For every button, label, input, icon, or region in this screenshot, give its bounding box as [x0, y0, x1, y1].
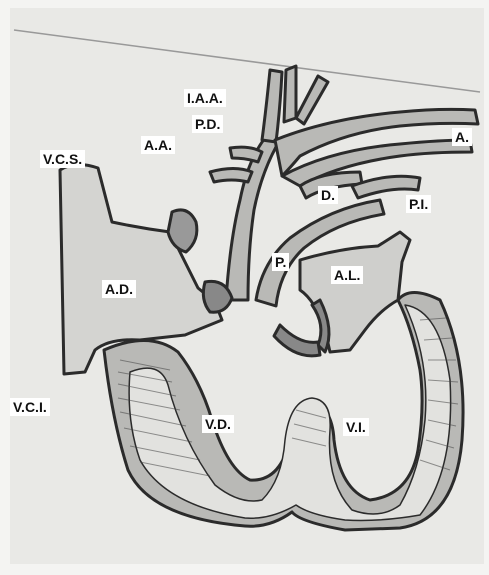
label-al: A.L.	[331, 266, 363, 284]
label-aa: A.A.	[141, 136, 175, 154]
label-iaa: I.A.A.	[184, 89, 226, 107]
label-vd: V.D.	[202, 415, 234, 433]
label-p: P.	[272, 253, 289, 271]
label-vi: V.I.	[343, 418, 369, 436]
label-a: A.	[452, 128, 472, 146]
brachial-branch-2	[210, 169, 252, 183]
label-ad: A.D.	[102, 280, 136, 298]
label-vci: V.C.I.	[10, 398, 50, 416]
carotid-branch-left	[284, 66, 296, 122]
label-pd: P.D.	[192, 115, 223, 133]
label-pi: P.I.	[406, 195, 431, 213]
label-d: D.	[318, 186, 338, 204]
label-vcs: V.C.S.	[40, 150, 85, 168]
